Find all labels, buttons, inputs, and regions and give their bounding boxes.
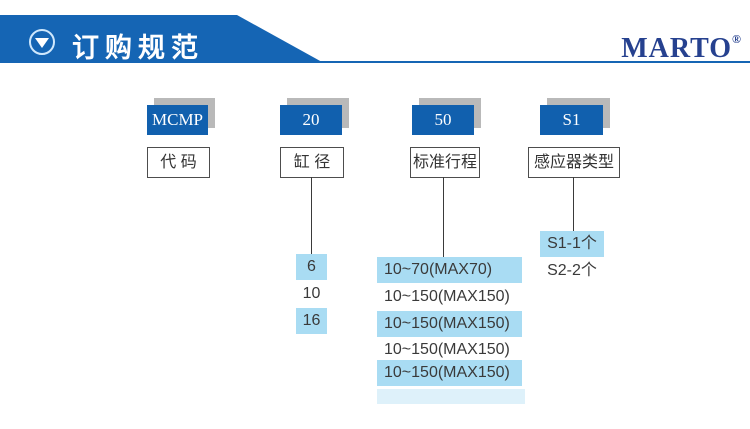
code-segment-sensor: S1 [540,105,603,135]
connector-line-bore [311,177,312,254]
bore-option: 10 [302,285,321,302]
stroke-option-faded-highlight [377,389,525,404]
label-sensor-type: 感应器类型 [528,147,620,178]
bore-option: 16 [296,308,327,334]
label-model-code: 代 码 [147,147,210,178]
registered-mark: ® [732,32,742,46]
header-underline [0,60,750,63]
stroke-option: 10~150(MAX150) [384,341,510,358]
stroke-option: 10~150(MAX150) [384,288,510,305]
code-segment-bore: 20 [280,105,342,135]
label-stroke: 标准行程 [410,147,480,178]
code-segment-stroke: 50 [412,105,474,135]
connector-line-sensor [573,177,574,231]
triangle-down-glyph [35,38,49,48]
bore-option: 6 [296,254,327,280]
sensor-option: S2-2个 [547,262,597,279]
triangle-down-circle-icon [29,29,55,55]
label-bore: 缸 径 [280,147,344,178]
stroke-option: 10~150(MAX150) [377,311,522,337]
stroke-option: 10~150(MAX150) [377,360,522,386]
brand-name: MARTO [621,33,733,64]
code-segment-model: MCMP [147,105,208,135]
brand-logo: MARTO® [621,32,742,65]
sensor-option: S1-1个 [540,231,604,257]
section-title: 订购规范 [72,33,204,63]
stroke-option: 10~70(MAX70) [377,257,522,283]
connector-line-stroke [443,177,444,257]
